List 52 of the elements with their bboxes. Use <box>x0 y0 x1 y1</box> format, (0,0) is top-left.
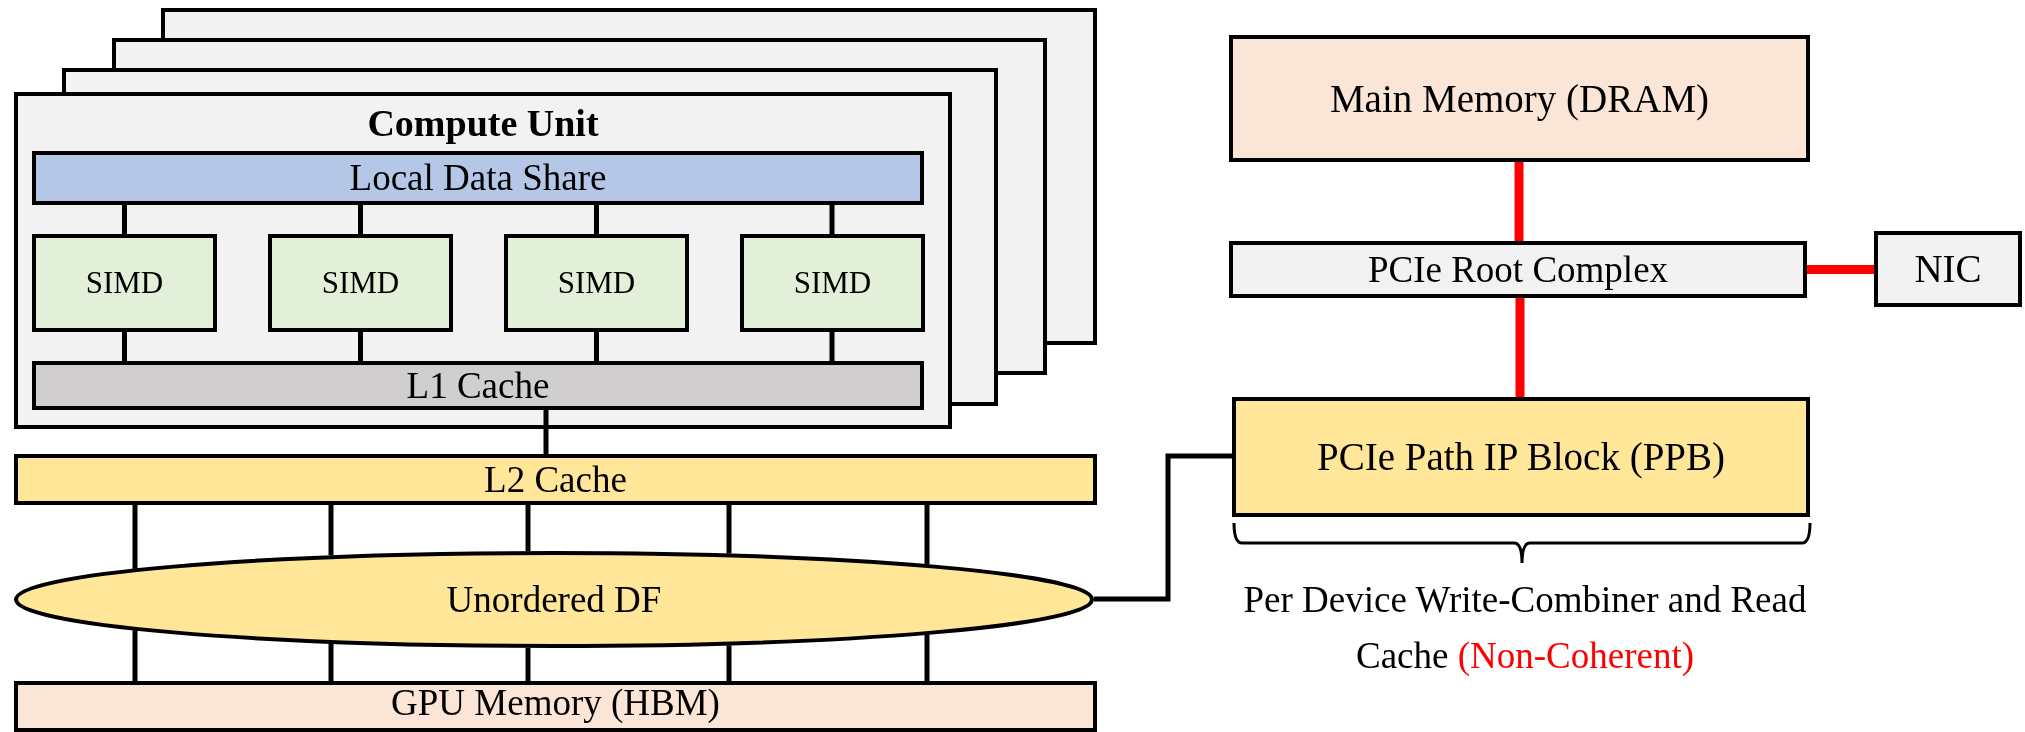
connector-line <box>525 647 531 681</box>
memory-bar <box>14 681 1097 732</box>
node-label: GPU Memory (HBM) <box>391 682 720 724</box>
process-box <box>740 234 925 332</box>
connector-line <box>924 634 930 681</box>
node-label: L2 Cache <box>484 458 627 501</box>
node-label: L1 Cache <box>406 364 550 407</box>
process-box <box>504 234 689 332</box>
connector-line <box>543 410 549 454</box>
connector-line <box>594 332 599 361</box>
node-label: SIMD <box>85 265 164 301</box>
node-label: PCIe Path IP Block (PPB) <box>1316 435 1726 479</box>
connector-line <box>1515 298 1525 397</box>
node-label: SIMD <box>793 265 872 301</box>
connector-line <box>358 332 363 361</box>
node-label: Unordered DF <box>446 578 662 621</box>
memory-box <box>1229 35 1810 162</box>
connector-line <box>132 630 138 681</box>
connector-line <box>594 205 599 234</box>
compute-unit-card <box>14 92 952 429</box>
connector-line <box>924 505 930 565</box>
process-box <box>1229 241 1807 298</box>
process-box <box>32 234 217 332</box>
node-label: SIMD <box>557 265 636 301</box>
connector-line <box>525 505 531 552</box>
process-box <box>1232 397 1810 517</box>
connector-line <box>829 205 835 234</box>
connector-line <box>1094 453 1232 602</box>
connector-line <box>1514 162 1524 241</box>
process-box <box>268 234 453 332</box>
node-label: PCIe Root Complex <box>1367 248 1669 291</box>
connector-line <box>122 205 127 234</box>
node-label: Main Memory (DRAM) <box>1329 76 1710 121</box>
card-title: Compute Unit <box>367 102 599 145</box>
node-label: Local Data Share <box>349 157 607 199</box>
connector-line <box>726 505 732 554</box>
memory-bar <box>32 151 924 205</box>
process-box <box>1874 231 2022 307</box>
connector-line <box>132 505 138 569</box>
connector-line <box>1807 265 1874 274</box>
cache-bar <box>32 361 924 410</box>
connector-line <box>829 332 835 361</box>
connector-line <box>122 332 127 361</box>
node-label: NIC <box>1914 247 1982 291</box>
connector-line <box>328 643 334 681</box>
connector-line <box>328 505 334 556</box>
fabric-ellipse <box>14 551 1094 648</box>
node-label: SIMD <box>321 265 400 301</box>
connector-line <box>726 645 732 681</box>
connector-line <box>358 205 363 234</box>
cache-bar <box>14 454 1097 505</box>
brace-caption: Per Device Write-Combiner and Read Cache (Non-Coherent) <box>1242 578 1808 678</box>
